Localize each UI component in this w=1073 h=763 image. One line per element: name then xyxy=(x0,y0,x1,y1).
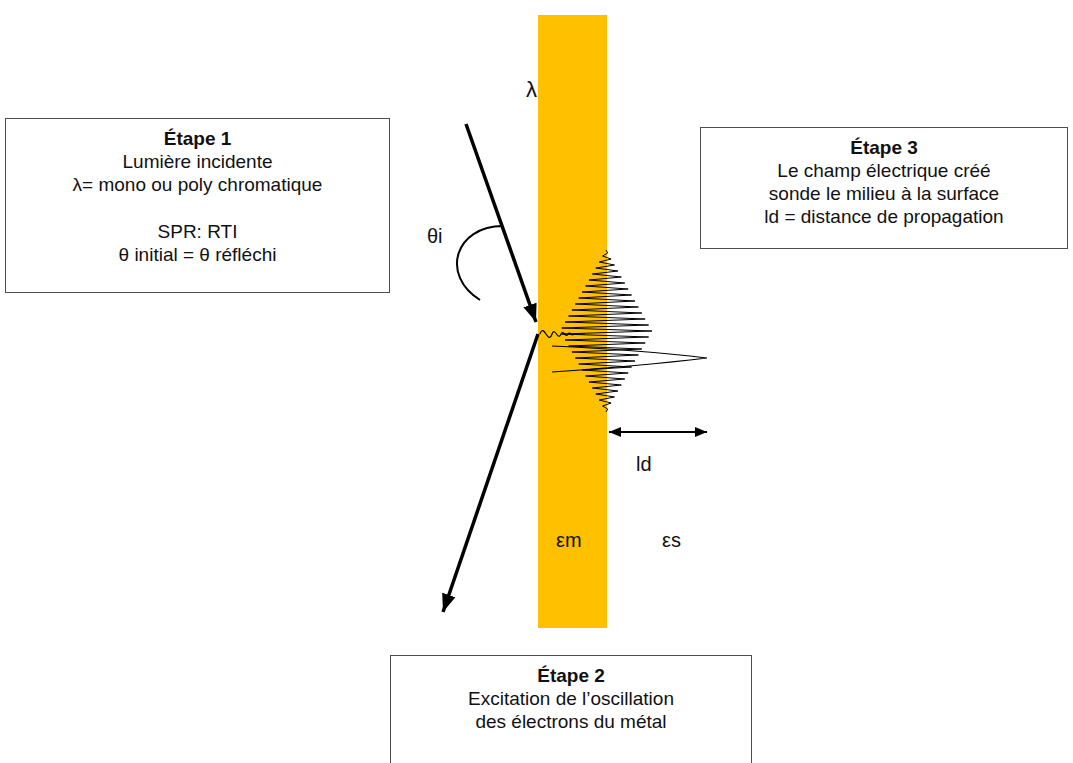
plasmon-oscillation xyxy=(562,250,652,412)
step-heading: Étape 2 xyxy=(399,664,743,687)
reflected-ray xyxy=(443,334,538,612)
symbol-label: θi xyxy=(427,224,443,248)
step-heading: Étape 3 xyxy=(709,136,1059,159)
distance-arrow xyxy=(609,431,707,433)
step-text: ld = distance de propagation xyxy=(709,205,1059,228)
incident-ray xyxy=(466,124,536,322)
symbol-label: εs xyxy=(662,528,681,552)
symbol-label: ld xyxy=(636,452,652,476)
step-box: Étape 2Excitation de l’oscillation des é… xyxy=(390,655,752,763)
angle-arc xyxy=(457,226,503,300)
step-text: θ initial = θ réfléchi xyxy=(14,243,381,266)
step-heading: Étape 1 xyxy=(14,127,381,150)
step-text: Excitation de l’oscillation des électron… xyxy=(462,687,681,733)
symbol-label: εm xyxy=(556,528,582,552)
step-text: Le champ électrique créé sonde le milieu… xyxy=(764,159,1003,205)
step-box: Étape 1Lumière incidenteλ= mono ou poly … xyxy=(5,118,390,293)
step-text: SPR: RTI xyxy=(14,220,381,243)
step-text: λ= mono ou poly chromatique xyxy=(14,173,381,196)
step-box: Étape 3Le champ électrique créé sonde le… xyxy=(700,127,1068,249)
step-text: Lumière incidente xyxy=(14,150,381,173)
symbol-label: λ xyxy=(526,78,537,102)
